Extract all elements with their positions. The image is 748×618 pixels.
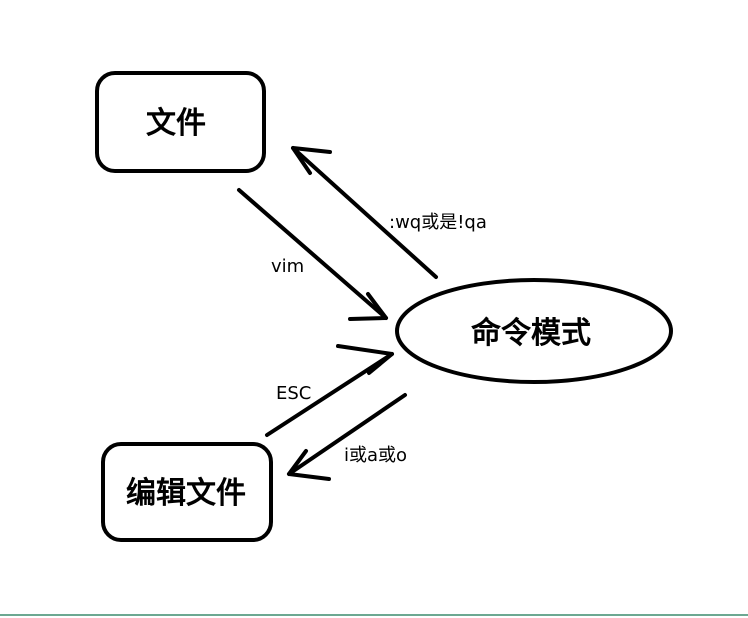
edit-file-node-label: 编辑文件 (126, 476, 246, 511)
edge-insert-label: i或a或o (344, 445, 407, 466)
edge-esc-label: ESC (276, 383, 311, 404)
edge-insert: i或a或o (287, 393, 407, 481)
file-node-label: 文件 (146, 106, 206, 141)
command-mode-node: 命令模式 (395, 278, 673, 384)
edge-esc-line (265, 352, 394, 437)
edge-esc-arrowhead (336, 344, 394, 375)
edge-vim-arrowhead (348, 292, 388, 321)
file-node: 文件 (95, 71, 266, 173)
command-mode-ellipse (395, 278, 673, 384)
edit-file-node-box (101, 442, 273, 542)
command-mode-label: 命令模式 (471, 316, 591, 351)
edge-esc: ESC (265, 344, 394, 437)
edge-insert-line (287, 393, 407, 476)
edge-wq-qa-arrowhead (291, 146, 332, 175)
edge-wq-qa-line (291, 146, 438, 279)
file-node-box (95, 71, 266, 173)
edge-vim-label: vim (271, 256, 304, 277)
edge-wq-qa-label: :wq或是!qa (389, 212, 487, 233)
edit-file-node: 编辑文件 (101, 442, 273, 542)
edge-wq-qa: :wq或是!qa (291, 146, 487, 279)
edge-insert-arrowhead (287, 449, 331, 481)
edge-vim-line (237, 188, 388, 320)
edge-vim: vim (237, 188, 388, 321)
